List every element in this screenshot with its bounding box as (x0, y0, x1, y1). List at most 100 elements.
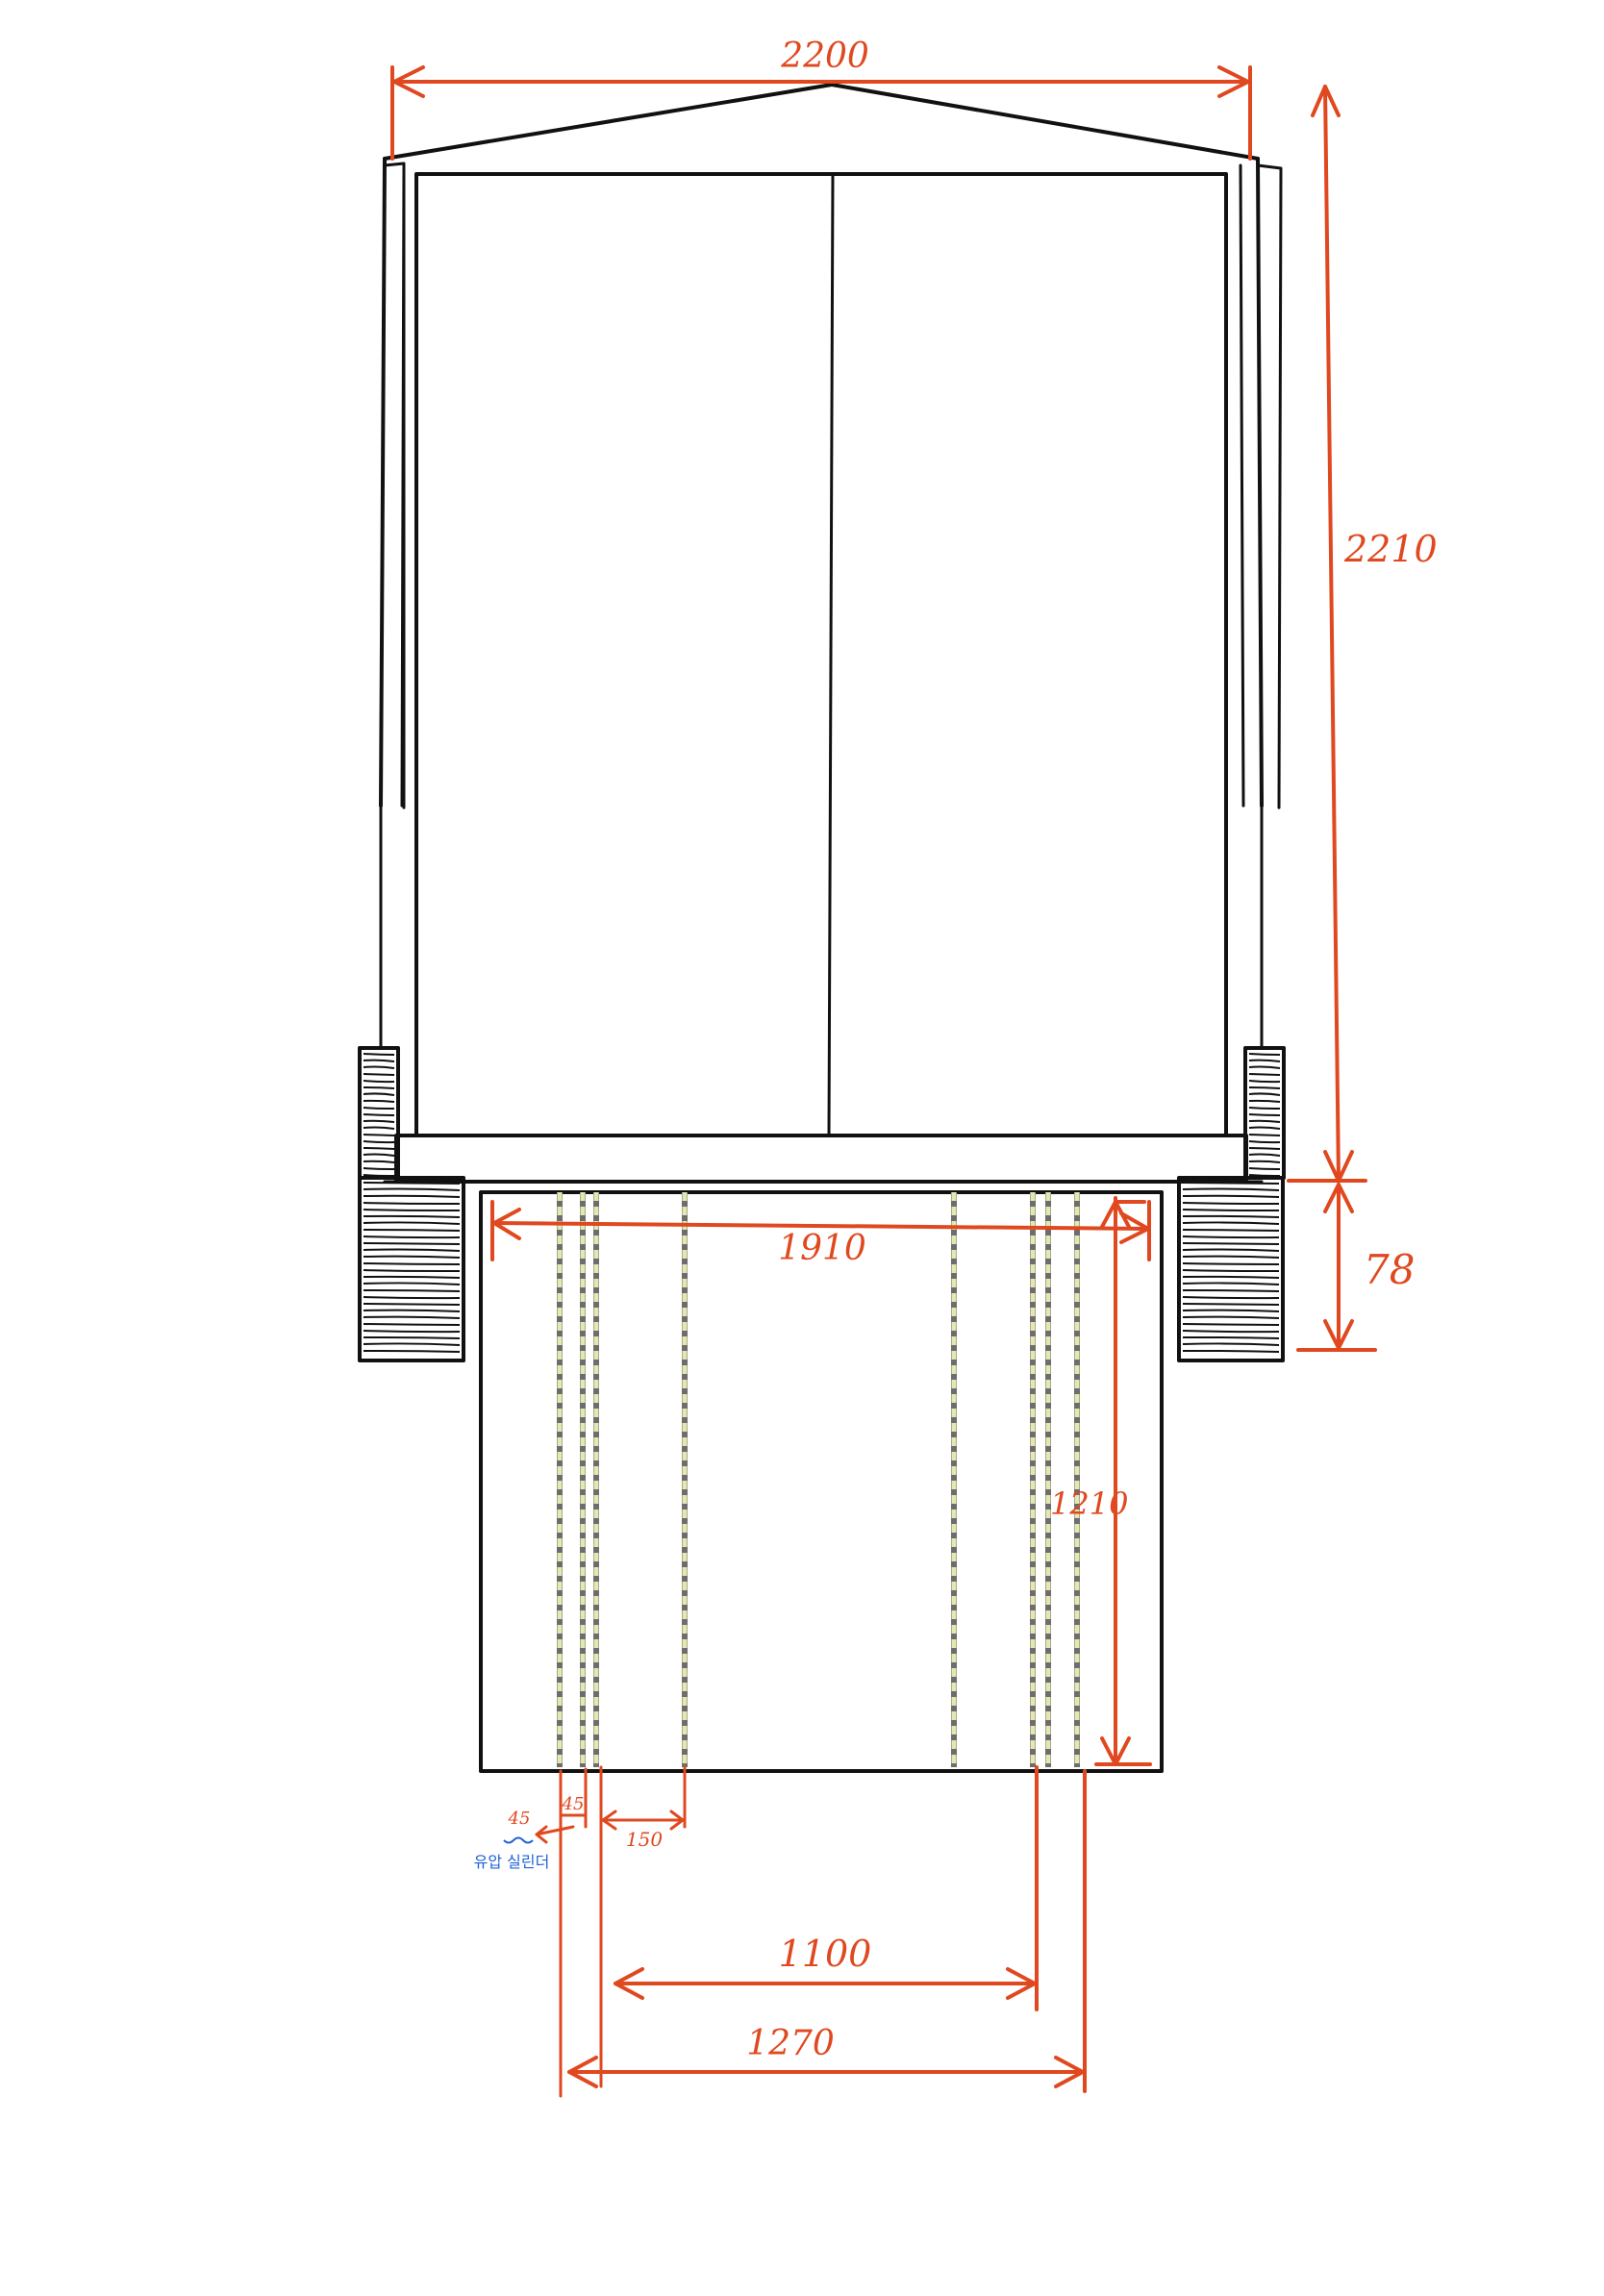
wheel-hatch-line (363, 1187, 461, 1191)
wheel-hatch-line (1182, 1315, 1280, 1319)
wheel-hatch-line (1182, 1349, 1280, 1353)
wheel-hatch-line (1248, 1134, 1281, 1136)
right-outer-wall (1256, 157, 1264, 808)
dimension-small-gaps: 45 150 45 유압 실린더 (474, 1765, 687, 2098)
wheel-hatch-line (1182, 1330, 1280, 1334)
wheel-hatch-line (363, 1053, 395, 1056)
outer-span-label: 1270 (746, 2024, 835, 2063)
wheel-hatch-line (1182, 1269, 1280, 1273)
wheel-hatch-line (1248, 1099, 1281, 1103)
inner-span-label: 1100 (779, 1933, 872, 1975)
wheel-hatch-line (1182, 1229, 1280, 1232)
wheel-hatch-line (363, 1174, 395, 1178)
note-underline-mark (503, 1836, 534, 1844)
dimension-platform-width: 1910 (490, 1200, 1151, 1268)
platform-rect (479, 1190, 1164, 1773)
dimension-inner-span: 1100 (614, 1765, 1039, 2011)
wheel-height-label: 78 (1364, 1246, 1415, 1293)
wheel-hatch-line (1182, 1309, 1280, 1312)
wheel-hatch-line (363, 1335, 461, 1339)
rear-door-frame (414, 172, 1228, 1137)
wheel-hatch-line (363, 1323, 461, 1326)
wheel-hatch-line (1248, 1160, 1281, 1163)
truck-body (379, 83, 1283, 1184)
wheel-hatch-line (363, 1221, 461, 1225)
wheel-hatch-line (1182, 1288, 1280, 1292)
right-wheel-lower (1177, 1176, 1285, 1362)
right-wall-inner-line (1239, 163, 1245, 808)
wheel-hatch-line (363, 1262, 461, 1265)
left-outer-wall (379, 157, 387, 808)
wheel-hatch-line (363, 1073, 395, 1076)
wheel-hatch-line (363, 1086, 395, 1089)
wheel-hatch-line (1248, 1107, 1281, 1111)
wheel-hatch-line (363, 1349, 461, 1353)
wheel-hatch-line (363, 1153, 395, 1157)
wheel-hatch-line (1182, 1242, 1280, 1245)
overall-width-label: 2200 (780, 37, 869, 76)
wheel-hatch-line (363, 1080, 395, 1084)
overall-height-label: 2210 (1343, 528, 1438, 570)
wheel-hatch-line (363, 1092, 395, 1096)
door-split-line (827, 172, 835, 1137)
tail-lift-platform (479, 1190, 1164, 1773)
left-wheel-lower (358, 1176, 465, 1362)
wheel-hatch-line (363, 1296, 461, 1300)
wheel-hatch-line (363, 1194, 461, 1198)
dimension-overall-height: 2210 (1287, 85, 1438, 1183)
wheel-hatch-line (1248, 1147, 1281, 1150)
body-bottom-rail (394, 1134, 1248, 1184)
wheel-hatch-line (1248, 1153, 1281, 1157)
wheel-hatch-line (1182, 1214, 1280, 1218)
wheel-hatch-line (1248, 1086, 1281, 1089)
wheel-hatch-line (1248, 1092, 1281, 1096)
wheel-hatch-line (363, 1119, 395, 1123)
right-side-strip (1256, 163, 1283, 810)
wheel-hatch-line (363, 1255, 461, 1259)
left-wheel-hatch (363, 1053, 461, 1353)
platform-width-label: 1910 (778, 1229, 866, 1268)
wheel-hatch-line (363, 1202, 461, 1206)
wheel-hatch-line (1182, 1275, 1280, 1279)
gap-small-b-label: 45 (562, 1794, 585, 1814)
wheel-hatch-line (1182, 1194, 1280, 1198)
wheel-hatch-line (363, 1099, 395, 1103)
wheel-hatch-line (1248, 1113, 1281, 1116)
wheel-hatch-line (363, 1269, 461, 1273)
right-wheel (1177, 1046, 1286, 1362)
gap-small-a-label: 45 (508, 1809, 531, 1829)
dimension-overall-width: 2200 (390, 37, 1252, 161)
hydraulic-cylinder-note: 유압 실린더 (474, 1853, 550, 1871)
wheel-hatch-line (1182, 1282, 1280, 1285)
wheel-hatch-line (363, 1242, 461, 1245)
wheel-hatch-line (1182, 1262, 1280, 1265)
wheel-hatch-line (363, 1275, 461, 1279)
wheel-hatch-line (363, 1248, 461, 1252)
dimension-wheel-height: 78 (1296, 1183, 1415, 1352)
wheel-hatch-line (1248, 1080, 1281, 1084)
dimension-outer-span: 1270 (567, 1769, 1087, 2093)
wheel-hatch-line (1182, 1296, 1280, 1300)
wheel-hatch-line (363, 1342, 461, 1346)
wheel-hatch-line (1182, 1182, 1280, 1185)
wheel-hatch-line (1182, 1202, 1280, 1206)
wheel-hatch-line (1248, 1126, 1281, 1130)
wheel-hatch-line (363, 1160, 395, 1163)
platform-depth-label: 1210 (1050, 1485, 1128, 1522)
wheel-hatch-line (363, 1309, 461, 1312)
wheel-hatch-line (363, 1167, 395, 1171)
wheel-hatch-line (1182, 1323, 1280, 1326)
wheel-hatch-line (1248, 1073, 1281, 1076)
wheel-hatch-line (363, 1182, 461, 1185)
right-wheel-hatch (1182, 1053, 1281, 1353)
wheel-hatch-line (1248, 1053, 1281, 1056)
chain-lines (557, 1192, 1080, 1767)
wheel-hatch-line (1182, 1221, 1280, 1225)
wheel-hatch-line (1182, 1335, 1280, 1339)
wheel-hatch-line (363, 1330, 461, 1334)
wheel-hatch-line (363, 1065, 395, 1069)
wheel-hatch-line (363, 1214, 461, 1218)
wheel-hatch-line (1248, 1119, 1281, 1123)
wheel-hatch-line (1248, 1065, 1281, 1069)
